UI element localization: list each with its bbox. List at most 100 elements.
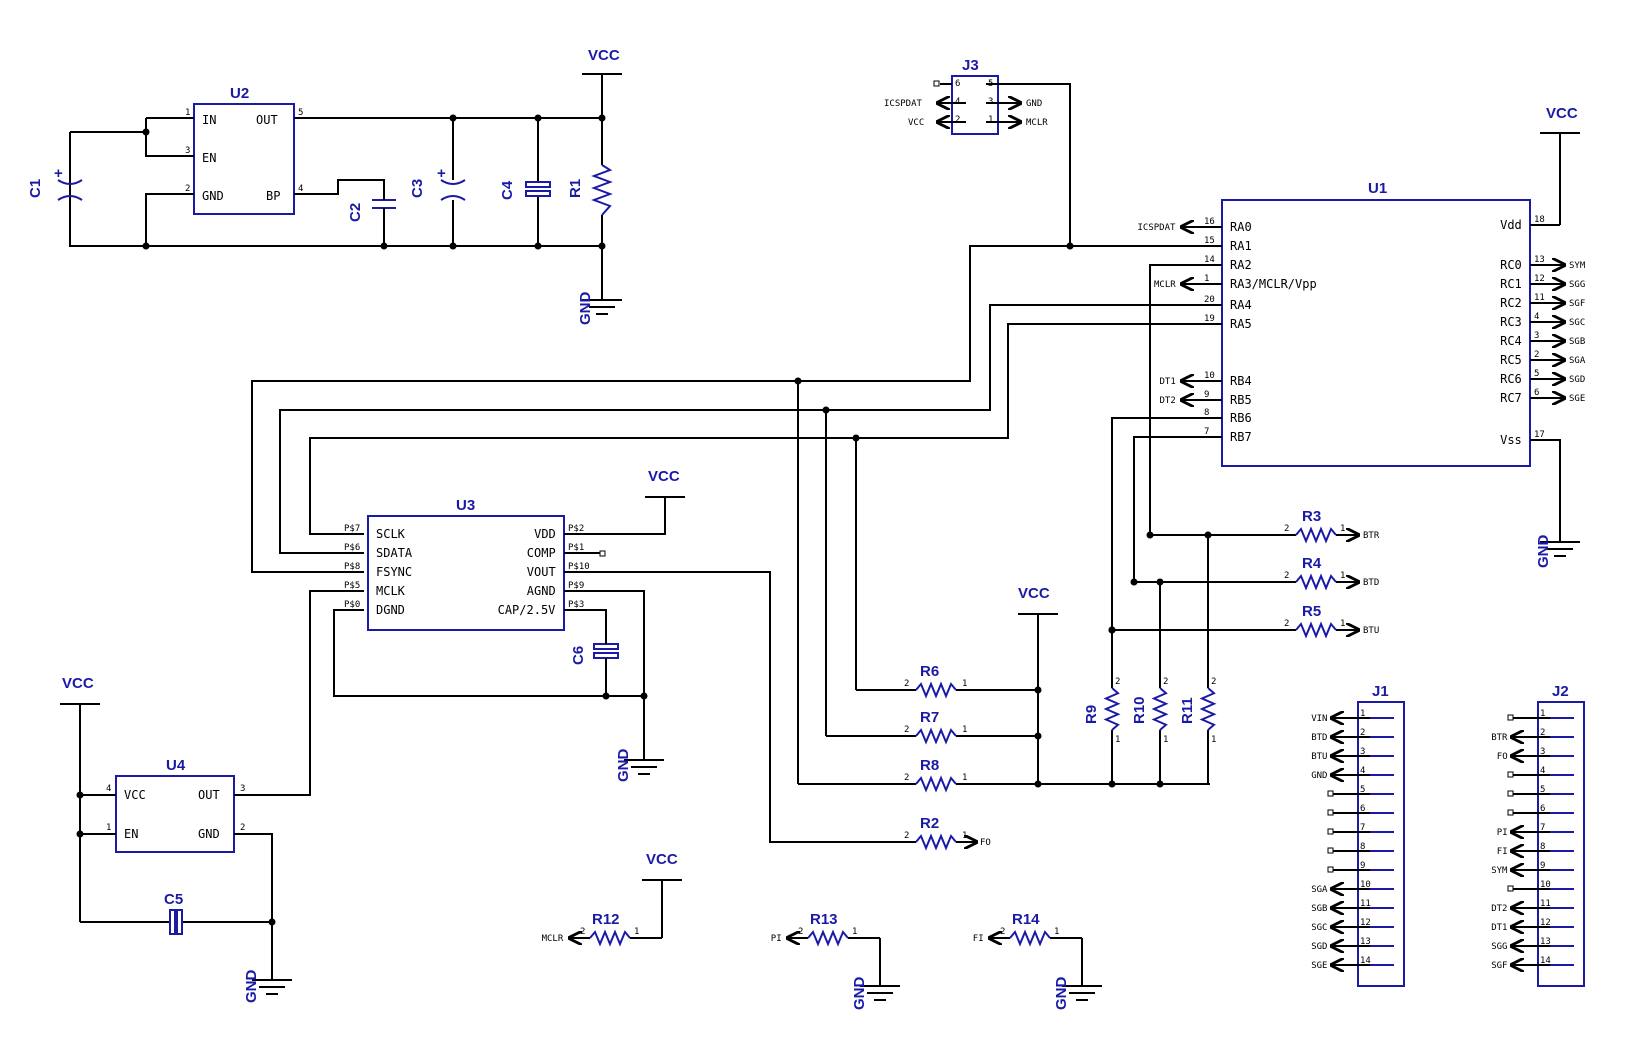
j2-pin-number: 13	[1540, 937, 1551, 947]
resistor-pin: 1	[962, 831, 967, 841]
resistor-pin: 1	[962, 679, 967, 689]
u1-pin-number: 7	[1204, 427, 1209, 437]
u2-title: U2	[230, 85, 249, 102]
j3-header: J3 6 4 2 5 3 1 ICSPDAT VCC GND MCLR	[884, 57, 1048, 135]
resistor-pin: 1	[1211, 735, 1216, 745]
j1-pin-number: 13	[1360, 937, 1371, 947]
u3-pin-number: P$0	[344, 600, 360, 610]
j1-net-label: GND	[1311, 771, 1327, 781]
j1-pin-number: 10	[1360, 880, 1371, 890]
u2-pinnum: 1	[185, 108, 190, 118]
c1-capacitor: C1 +	[27, 132, 83, 246]
u1-pin-label: RA2	[1230, 258, 1252, 272]
gnd-label: GND	[1535, 535, 1552, 569]
u2-pin-bp: BP	[266, 189, 280, 203]
u1-pin-number: 10	[1204, 371, 1215, 381]
u3-pin-number: P$9	[568, 581, 584, 591]
u1-pin-number: 17	[1534, 430, 1545, 440]
u4-pin-out: OUT	[198, 788, 220, 802]
j2-pin-number: 3	[1540, 747, 1545, 757]
u1-pin-number: 18	[1534, 215, 1545, 225]
u4-pinnum: 3	[240, 784, 245, 794]
u1-pin-label: RA1	[1230, 239, 1252, 253]
u1-net-label: SGA	[1569, 356, 1586, 366]
resistor-pin: 2	[1211, 677, 1216, 687]
j2-net-label: SGF	[1491, 961, 1507, 971]
c4-label: C4	[499, 180, 516, 200]
j2-pin-number: 4	[1540, 766, 1545, 776]
j1-net-label: SGC	[1311, 923, 1327, 933]
j2-pin-number: 2	[1540, 728, 1545, 738]
j2-net-label: PI	[1497, 828, 1508, 838]
resistor-pin: 1	[962, 725, 967, 735]
resistor-label: R2	[920, 815, 939, 832]
u1-net-label: DT2	[1160, 396, 1176, 406]
u1-pin-number: 14	[1204, 255, 1215, 265]
j2-pin-number: 8	[1540, 842, 1545, 852]
j2-header: J212BTR3FO4567PI8FI9SYM1011DT212DT113SGG…	[1491, 683, 1585, 987]
u3-pin-label: VOUT	[527, 565, 556, 579]
j3-net-mclr: MCLR	[1026, 118, 1048, 128]
u1-pin-number: 5	[1534, 369, 1539, 379]
u3-pin-number: P$8	[344, 562, 360, 572]
u3-pin-label: SCLK	[376, 527, 406, 541]
u3-pin-label: COMP	[527, 546, 556, 560]
u1-pin-label: RB7	[1230, 430, 1252, 444]
resistor-label: R11	[1179, 697, 1196, 724]
u1-pin-number: 9	[1204, 390, 1209, 400]
resistor-pin: 1	[1340, 571, 1345, 581]
u2-pin-in: IN	[202, 113, 216, 127]
c6-capacitor: C6	[570, 636, 619, 665]
u3-pin-number: P$1	[568, 543, 584, 553]
j2-net-label: BTR	[1491, 733, 1508, 743]
u4-pin-gnd: GND	[198, 827, 220, 841]
u1-pin-number: 8	[1204, 408, 1209, 418]
j1-pin-number: 4	[1360, 766, 1365, 776]
j1-title: J1	[1372, 683, 1389, 700]
r1-label: R1	[567, 179, 584, 198]
c4-capacitor: C4	[499, 118, 551, 246]
c1-plus: +	[54, 165, 63, 182]
vcc-label: VCC	[646, 851, 678, 868]
u1-pin-label: Vss	[1500, 433, 1522, 447]
u3-pin-number: P$6	[344, 543, 360, 553]
u1-pin-number: 19	[1204, 314, 1215, 324]
u1-pin-number: 15	[1204, 236, 1215, 246]
resistor-pin: 1	[1115, 735, 1120, 745]
u1-net-label: SGC	[1569, 318, 1585, 328]
vcc-symbol-rbank: VCC	[1018, 585, 1058, 784]
j1-pin-number: 6	[1360, 804, 1365, 814]
resistor-r11: R11 2 1	[1179, 535, 1217, 784]
c3-capacitor: C3 +	[409, 118, 466, 246]
j3-net-gnd: GND	[1026, 99, 1042, 109]
resistor-label: R10	[1131, 696, 1148, 724]
u3-pin-label: AGND	[527, 584, 556, 598]
resistor-label: R13	[810, 911, 838, 928]
u1-pin-label: RB5	[1230, 393, 1252, 407]
u3-pin-label: CAP/2.5V	[498, 603, 556, 617]
net-label: BTD	[1363, 578, 1379, 588]
u3-pin-number: P$7	[344, 524, 360, 534]
resistor-pin: 1	[634, 927, 639, 937]
j2-net-label: SGG	[1491, 942, 1507, 952]
vcc-label: VCC	[588, 47, 620, 64]
u2-regulator: U2 IN EN GND OUT BP 1 3 2 5 4	[185, 85, 303, 215]
u1-pin-number: 1	[1204, 274, 1209, 284]
j2-net-label: FI	[1497, 847, 1508, 857]
resistor-label: R6	[920, 663, 939, 680]
u2-pinnum: 4	[298, 184, 303, 194]
gnd-symbol-u3: GND	[615, 749, 664, 782]
u4-oscillator: U4 VCC EN OUT GND 4 1 3 2	[106, 757, 245, 853]
resistor-pin: 1	[1054, 927, 1059, 937]
j3-net-vcc: VCC	[908, 118, 924, 128]
j1-pin-number: 11	[1360, 899, 1371, 909]
c3-label: C3	[409, 179, 426, 198]
j2-pin-number: 7	[1540, 823, 1545, 833]
resistor-label: R12	[592, 911, 620, 928]
net-fo: FO	[980, 838, 991, 848]
j1-pin-number: 1	[1360, 709, 1365, 719]
c6-label: C6	[570, 646, 587, 665]
